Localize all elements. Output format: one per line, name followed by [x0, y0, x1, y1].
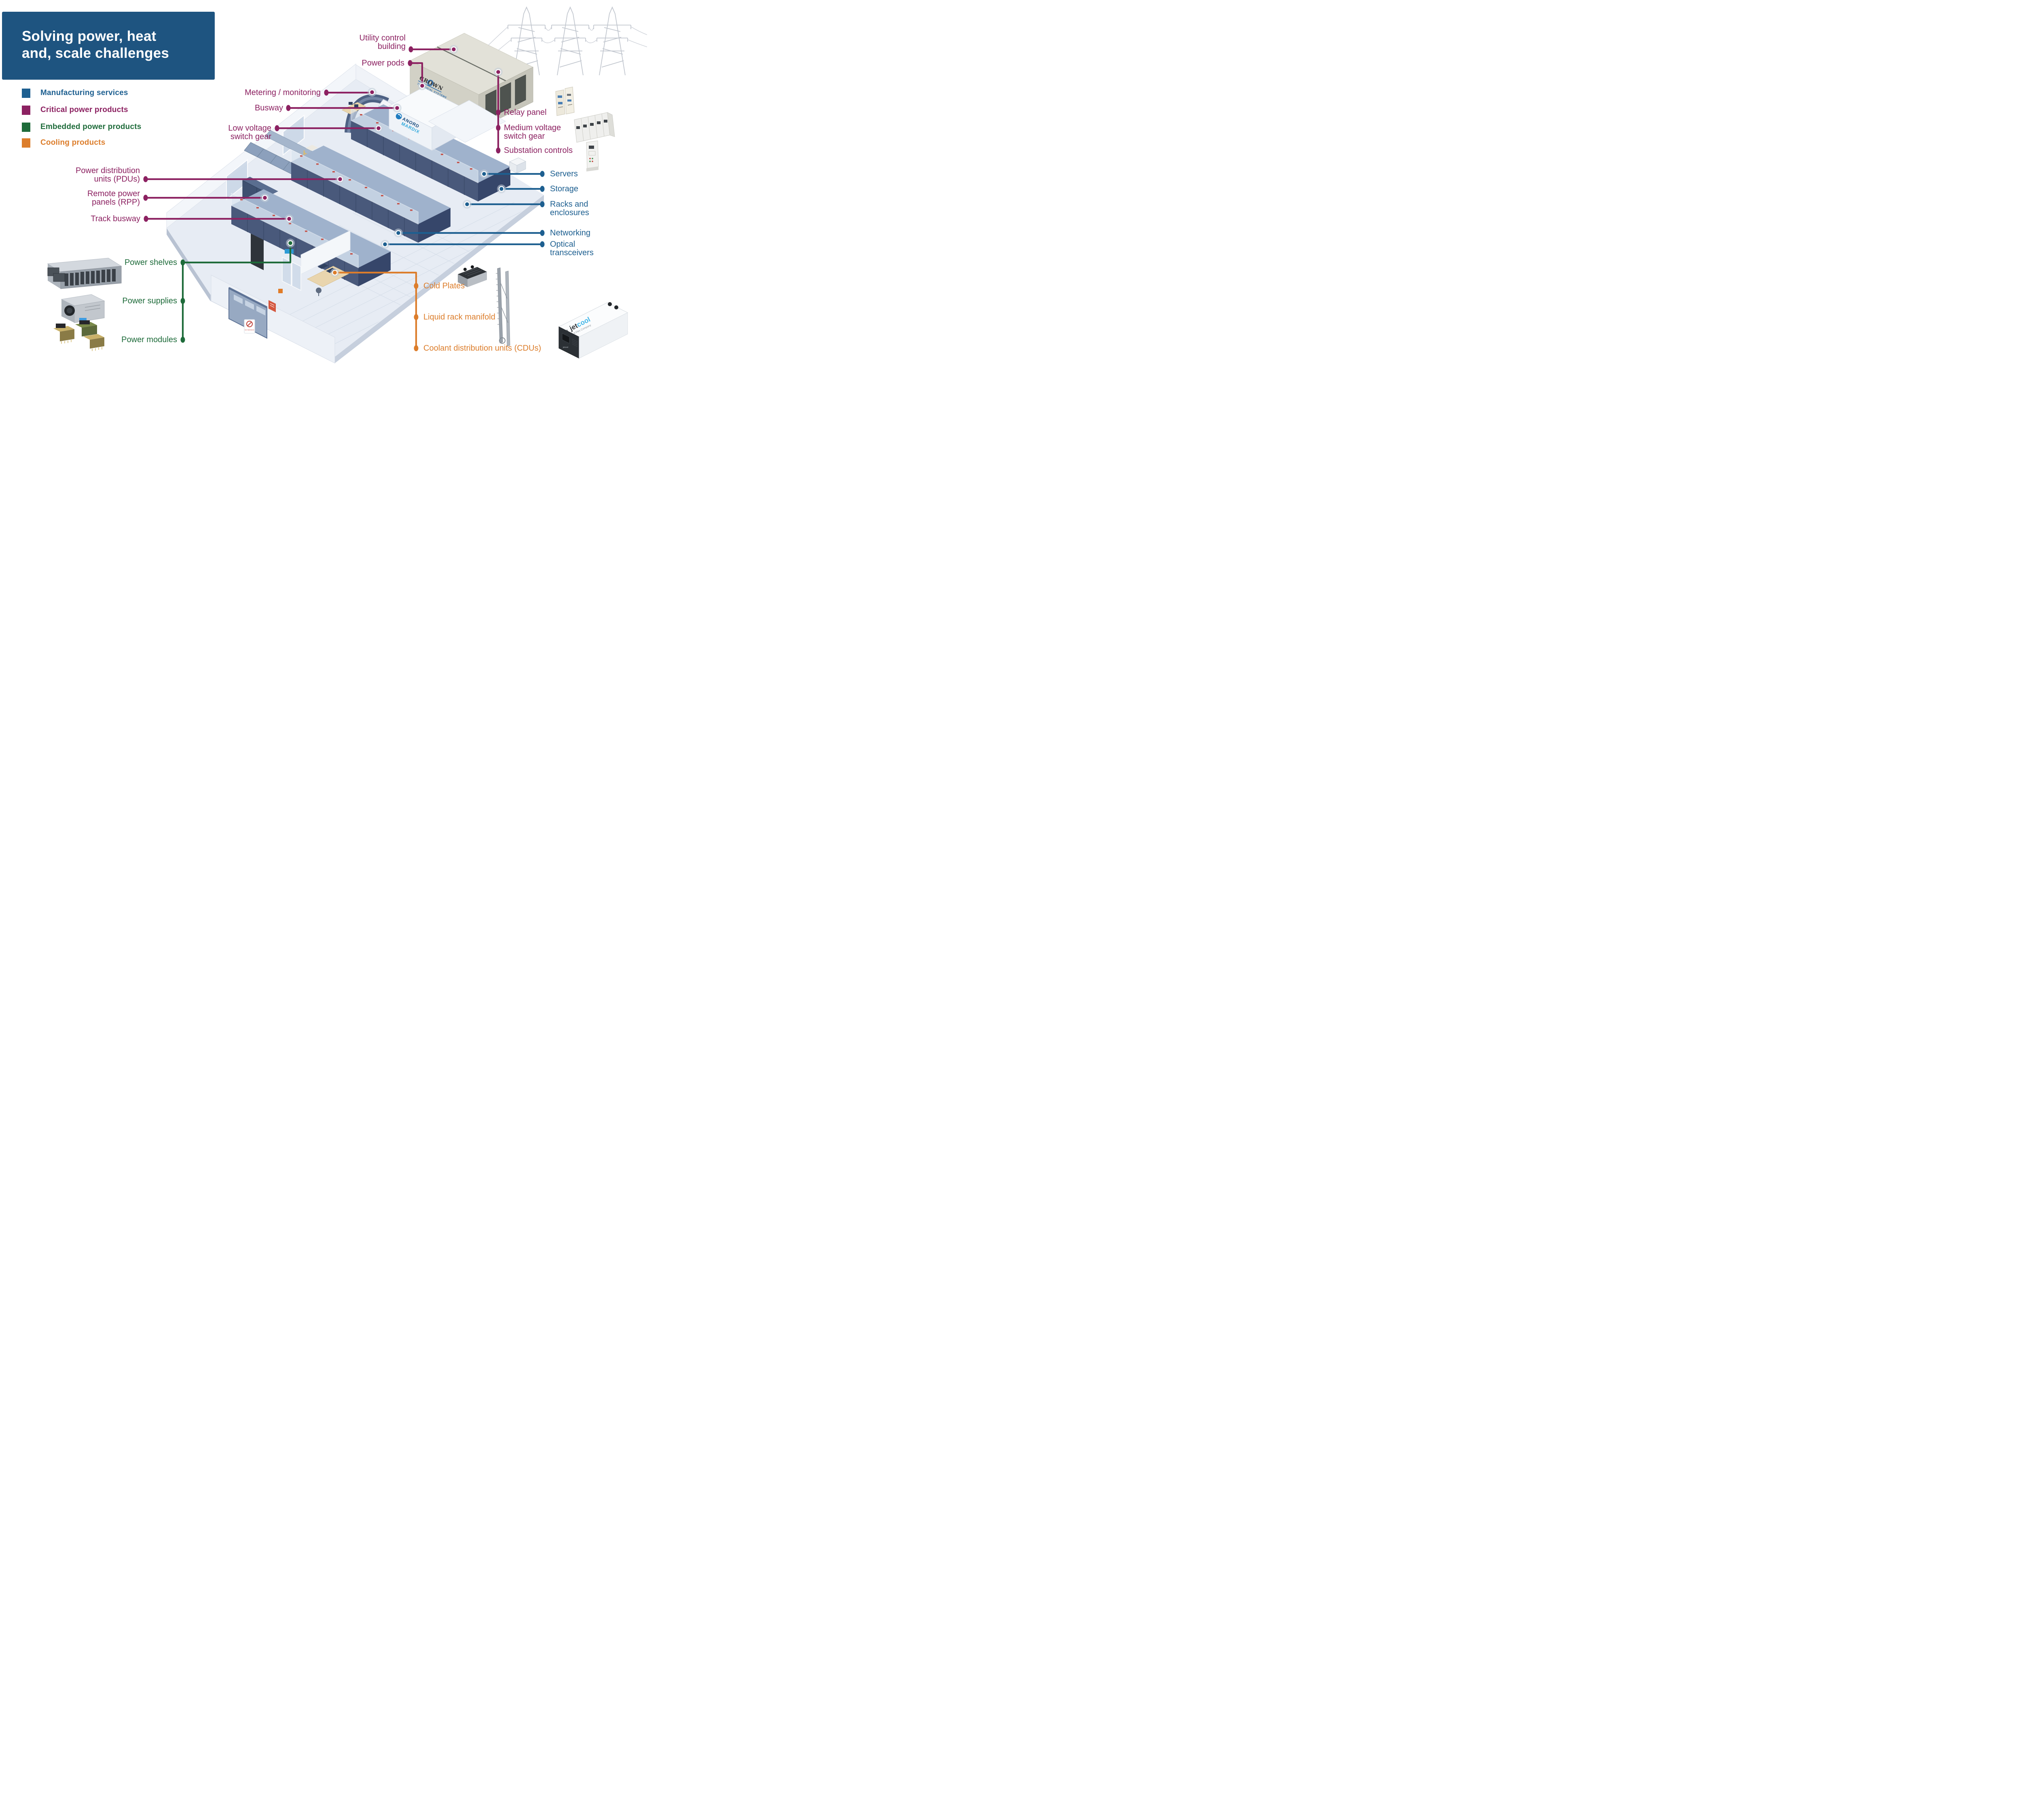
substation-controls-image [586, 140, 599, 171]
label-line: Metering / monitoring [245, 88, 321, 97]
callout-label-medium-voltage-switch-gear: Medium voltage switch gear [504, 124, 561, 141]
label-line: Power pods [362, 59, 404, 68]
label-line: Racks and [550, 200, 588, 209]
label-line: Optical [550, 240, 575, 249]
label-line: transceivers [550, 248, 594, 257]
label-line: Power supplies [122, 296, 177, 305]
label-line: Networking [550, 229, 591, 237]
power-supply-image [61, 294, 105, 323]
legend-item-cooling: Cooling products [22, 138, 105, 148]
callout-label-metering-monitoring: Metering / monitoring [245, 89, 321, 97]
callout-label-racks-enclosures: Racks and enclosures [550, 200, 589, 217]
svg-text:❄: ❄ [565, 328, 569, 333]
rack-row-illustration [291, 146, 451, 243]
jetcool-front-logo: jetcool [563, 346, 568, 348]
orange-crate [278, 289, 283, 293]
data-center-illustration: NO SMOKING [166, 63, 544, 364]
label-line: Busway [254, 104, 283, 112]
callout-label-cdus: Coolant distribution units (CDUs) [423, 344, 541, 353]
legend-swatch-cooling [22, 138, 30, 148]
label-line: Relay panel [504, 108, 547, 117]
legend-item-manufacturing: Manufacturing services [22, 88, 128, 98]
cold-plate-image [458, 265, 487, 287]
label-line: Coolant distribution units (CDUs) [423, 344, 541, 353]
no-smoking-sign: NO SMOKING [244, 319, 255, 334]
legend-swatch-manufacturing [22, 88, 30, 98]
title-box: Solving power, heat and, scale challenge… [2, 12, 215, 80]
label-line: Liquid rack manifold [423, 313, 495, 322]
label-line: panels (RPP) [92, 198, 140, 207]
label-line: switch gear [230, 132, 271, 141]
server-cabinet-image [509, 157, 527, 174]
callout-label-optical-transceivers: Optical transceivers [550, 240, 594, 257]
power-shelf-image [47, 258, 122, 289]
callout-label-substation-controls: Substation controls [504, 146, 573, 155]
callout-label-servers: Servers [550, 170, 578, 178]
callouts-critical [143, 45, 503, 223]
label-line: Power distribution [76, 166, 140, 175]
callout-label-power-supplies: Power supplies [122, 297, 177, 305]
callouts-embedded [180, 239, 295, 343]
entrance-annex-illustration: NO SMOKING [211, 230, 351, 364]
entrance-glass-doors [282, 256, 301, 291]
label-line: Utility control [359, 34, 406, 42]
page-title-line2: and, scale challenges [22, 45, 169, 61]
label-line: building [378, 42, 406, 51]
relay-panel-image [555, 87, 575, 116]
callout-label-utility-control-building: Utility control building [360, 34, 406, 51]
label-line: Substation controls [504, 146, 573, 155]
door-sign [285, 249, 294, 254]
illustration-canvas: CROWN TECHNICAL SYSTEMS A Flex Company [47, 6, 647, 364]
label-line: Remote power [87, 189, 140, 198]
legend-label: Cooling products [40, 138, 106, 147]
callout-label-relay-panel: Relay panel [504, 108, 547, 117]
legend-item-critical: Critical power products [22, 105, 128, 115]
label-line: Track busway [91, 214, 140, 223]
legend-label: Manufacturing services [40, 89, 128, 97]
callout-lines [143, 45, 545, 351]
label-line: Low voltage [228, 124, 271, 133]
infographic-data-center-overview: CROWN TECHNICAL SYSTEMS A Flex Company [0, 0, 647, 364]
label-line: Cold Plates [423, 281, 465, 290]
callout-label-rpp: Remote power panels (RPP) [87, 190, 140, 207]
no-smoking-text: NO SMOKING [245, 329, 254, 331]
callout-label-networking: Networking [550, 229, 590, 237]
power-tower-icon [593, 6, 631, 76]
card-reader-sign [269, 300, 276, 312]
callout-label-cold-plates: Cold Plates [423, 282, 465, 290]
legend-label: Critical power products [40, 106, 128, 114]
callout-label-power-pods: Power pods [362, 59, 404, 68]
garage-door-illustration [228, 287, 268, 339]
power-pods-building-illustration: ANORD MARDIX [388, 87, 506, 151]
callout-label-power-modules: Power modules [121, 336, 177, 344]
legend-swatch-critical [22, 105, 30, 115]
transmission-towers-illustration [472, 6, 647, 76]
callout-label-liquid-rack-manifold: Liquid rack manifold [423, 313, 495, 322]
callout-label-low-voltage-switch-gear: Low voltage switch gear [228, 124, 271, 141]
label-line: units (PDUs) [94, 175, 140, 184]
label-line: Medium voltage [504, 123, 561, 132]
legend-swatch-embedded [22, 122, 30, 132]
medium-voltage-switchgear-image [574, 112, 615, 143]
legend-label: Embedded power products [40, 123, 142, 131]
label-line: enclosures [550, 208, 589, 217]
callout-label-pdus: Power distribution units (PDUs) [76, 167, 140, 184]
callouts-cooling [330, 268, 419, 351]
label-line: Storage [550, 184, 579, 193]
callout-label-storage: Storage [550, 185, 578, 193]
label-line: Servers [550, 169, 578, 178]
page-title-line1: Solving power, heat [22, 28, 157, 44]
label-line: Power modules [121, 335, 177, 344]
rack-manifold-image [496, 267, 510, 347]
callout-label-power-shelves: Power shelves [125, 258, 177, 267]
callout-label-track-busway: Track busway [91, 215, 140, 223]
power-modules-image [53, 320, 104, 351]
power-tower-icon [551, 6, 589, 76]
jetcool-cdu-image: ❄ jetcool A Flex Company jetcool [558, 302, 628, 359]
label-line: Power shelves [124, 258, 177, 267]
callouts-manufacturing [381, 169, 545, 249]
callout-label-busway: Busway [255, 104, 283, 112]
label-line: switch gear [504, 132, 545, 141]
legend-item-embedded: Embedded power products [22, 122, 142, 132]
